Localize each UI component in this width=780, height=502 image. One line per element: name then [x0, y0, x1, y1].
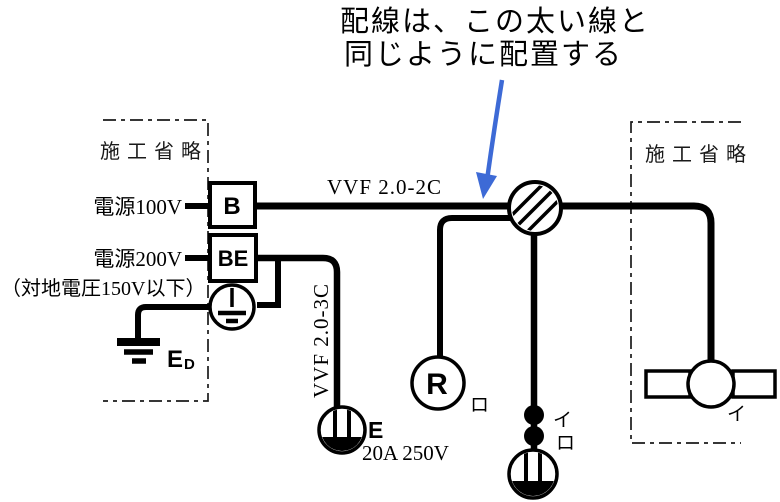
annotation-line1: 配線は、この太い線と: [340, 5, 650, 38]
breaker-earth-box: [208, 233, 258, 283]
fixture-circle: [686, 359, 736, 409]
junction-box-hatching: [512, 185, 558, 231]
switch-tag-bottom: ロ: [556, 433, 575, 454]
wire-200v-to-outlet: [256, 254, 341, 409]
fixture-tag: イ: [727, 404, 746, 425]
outlet-200v-rating: 20A 250V: [362, 441, 449, 465]
earth-terminal-symbol: [208, 283, 256, 331]
cable-label-vertical: VVF 2.0-3C: [309, 283, 333, 398]
breaker-earth-label: BE: [218, 246, 249, 271]
annotation-arrow-head: [476, 172, 497, 199]
ground-electrode-symbol: [117, 338, 160, 364]
wire-200v-earth-branch: [257, 261, 281, 308]
switch-tag-top: イ: [553, 410, 572, 431]
annotation-line2: 同じように配置する: [344, 39, 623, 71]
lamp-receptacle-letter: R: [426, 368, 448, 401]
right-omission-label: 施工省略: [645, 143, 753, 166]
wire-junction-to-lamp: [437, 215, 514, 358]
switch-bottom: [524, 426, 544, 446]
cable-label-horizontal: VVF 2.0-2C: [327, 175, 442, 199]
wire-to-ground-electrode: [135, 304, 210, 341]
lamp-receptacle-circle: [410, 355, 466, 411]
outlet-bottom-wall-fill: [511, 481, 555, 496]
source-200v-label: 電源200V: [93, 247, 182, 271]
source-200v-note: （対地電圧150V以下）: [1, 277, 205, 300]
ground-label-main: E: [167, 346, 183, 373]
wire-main-100v-thick: [255, 202, 715, 363]
fluorescent-fixture-symbol: [644, 359, 777, 409]
ground-label-sub: D: [184, 356, 195, 373]
outlet-bottom-symbol: [507, 448, 559, 500]
annotation-group: 配線は、この太い線と 同じように配置する: [340, 5, 650, 199]
outlet-200v-wall-fill: [321, 437, 363, 451]
outlet-200v-earth-label: E: [368, 417, 383, 443]
junction-box-symbol: [507, 180, 563, 236]
lamp-tag: ロ: [470, 395, 489, 416]
source-100v-label: 電源100V: [93, 195, 182, 219]
fixture-arm-right: [731, 369, 777, 399]
breaker-box: [208, 181, 257, 229]
fixture-arm-left: [644, 369, 692, 399]
breaker-label: B: [223, 193, 240, 220]
outlet-200v-symbol: [317, 405, 367, 455]
left-omission-label: 施工省略: [100, 140, 208, 163]
annotation-arrow-shaft: [484, 79, 505, 181]
right-omission-box: [630, 121, 741, 444]
switch-top: [524, 405, 544, 425]
